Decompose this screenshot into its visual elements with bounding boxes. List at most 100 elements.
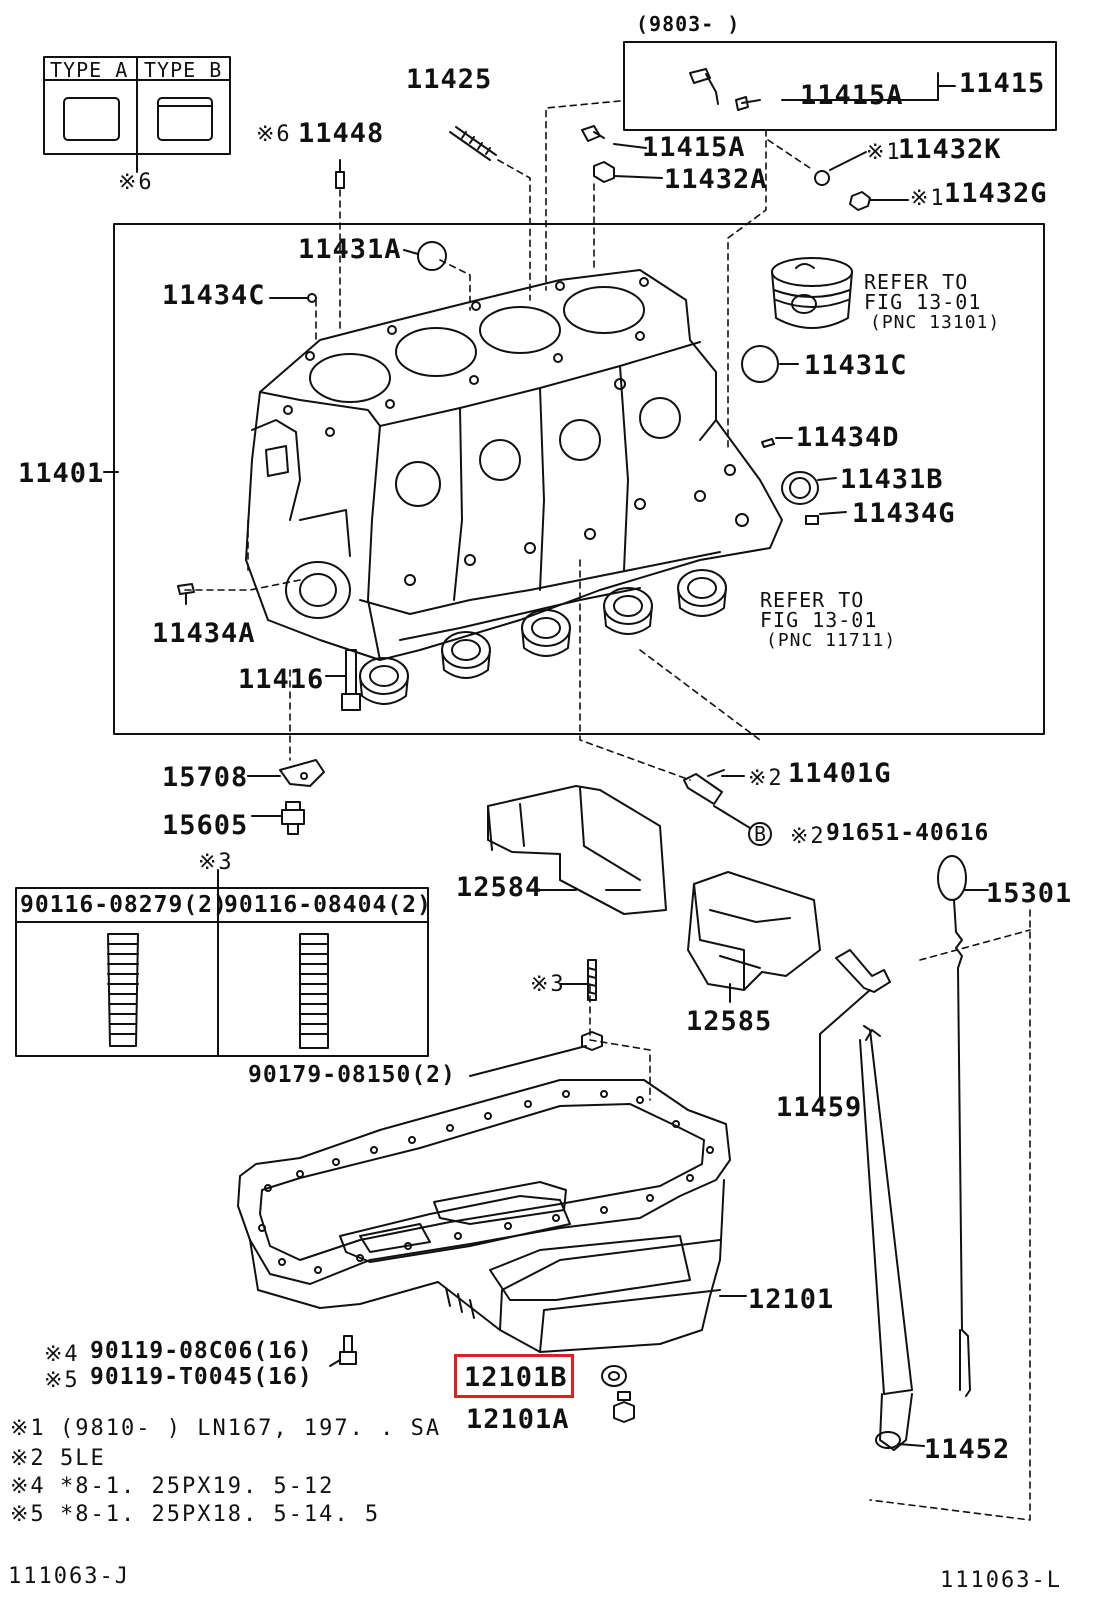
o-ring-11452 bbox=[875, 1431, 925, 1449]
part-11434D[interactable]: 11434D bbox=[796, 422, 900, 453]
part-11401[interactable]: 11401 bbox=[18, 458, 105, 489]
plug-11431B bbox=[781, 471, 837, 505]
plug-11431C bbox=[741, 345, 799, 383]
part-11434A[interactable]: 11434A bbox=[152, 618, 256, 649]
footnote-1-text: (9810- ) LN167, 197. . SA bbox=[60, 1416, 442, 1441]
part-11432G-mark: ※1 bbox=[910, 186, 946, 211]
leader-lines bbox=[103, 297, 641, 891]
leader-dashes-top bbox=[179, 100, 1031, 1521]
type-b-label: TYPE B bbox=[144, 58, 223, 82]
stud-box-frame bbox=[15, 869, 429, 1057]
engine-block-11401 bbox=[245, 269, 783, 661]
pin-11434D bbox=[761, 437, 793, 448]
stud-11425 bbox=[449, 126, 497, 161]
part-12101B[interactable]: 12101B bbox=[464, 1362, 568, 1393]
baffle-12585 bbox=[687, 871, 821, 1003]
footnote-4-mark: ※4 bbox=[10, 1474, 46, 1499]
footer-right-code: 111063-L bbox=[940, 1568, 1062, 1593]
part-11432K[interactable]: 11432K bbox=[898, 134, 1002, 165]
part-11425[interactable]: 11425 bbox=[406, 64, 493, 95]
refer-piston-line3: (PNC 13101) bbox=[870, 312, 1001, 333]
part-11431C[interactable]: 11431C bbox=[804, 350, 908, 381]
main-bearings bbox=[359, 569, 727, 705]
drain-plug-12101A bbox=[613, 1391, 635, 1423]
refer-piston-line1: REFER TO bbox=[864, 270, 969, 294]
part-11415A-inner[interactable]: 11415A bbox=[800, 80, 904, 111]
part-11431B[interactable]: 11431B bbox=[840, 464, 944, 495]
refer-bearing-line1: REFER TO bbox=[760, 588, 865, 612]
highlight-box bbox=[454, 1354, 574, 1398]
part-11415A[interactable]: 11415A bbox=[642, 132, 746, 163]
bolt-90119 bbox=[329, 1335, 357, 1367]
part-11431A[interactable]: 11431A bbox=[298, 234, 402, 265]
type-box-frame bbox=[43, 56, 231, 173]
sensor-11401G bbox=[683, 769, 745, 805]
footnote-5-mark: ※5 bbox=[10, 1502, 46, 1527]
part-11434G[interactable]: 11434G bbox=[852, 498, 956, 529]
bolt-part-5[interactable]: 90119-T0045(16) bbox=[90, 1364, 313, 1390]
plug-11448 bbox=[335, 159, 345, 189]
part-12101A[interactable]: 12101A bbox=[466, 1404, 570, 1435]
part-11434C[interactable]: 11434C bbox=[162, 280, 266, 311]
bolt-mark-4: ※4 bbox=[44, 1342, 80, 1367]
refer-piston-line2: FIG 13-01 bbox=[864, 290, 982, 314]
bolt-part-4[interactable]: 90119-08C06(16) bbox=[90, 1338, 313, 1364]
part-11459[interactable]: 11459 bbox=[776, 1092, 863, 1123]
footnote-4-text: *8-1. 25PX19. 5-12 bbox=[60, 1474, 335, 1499]
footnote-2-mark: ※2 bbox=[10, 1446, 46, 1471]
part-15605[interactable]: 15605 bbox=[162, 810, 249, 841]
part-12101[interactable]: 12101 bbox=[748, 1284, 835, 1315]
footer-left-code: 111063-J bbox=[8, 1564, 130, 1589]
footnote-2-text: 5LE bbox=[60, 1446, 106, 1471]
part-90179-mark: ※3 bbox=[530, 972, 566, 997]
part-11416[interactable]: 11416 bbox=[238, 664, 325, 695]
part-91651-40616[interactable]: 91651-40616 bbox=[826, 820, 990, 846]
type-box-mark: ※6 bbox=[118, 170, 154, 195]
engine-block-frame bbox=[113, 223, 1045, 735]
part-12585[interactable]: 12585 bbox=[686, 1006, 773, 1037]
plug-11432A bbox=[593, 161, 663, 183]
part-11452[interactable]: 11452 bbox=[924, 1434, 1011, 1465]
plug-11432K bbox=[814, 151, 867, 186]
part-12584[interactable]: 12584 bbox=[456, 872, 543, 903]
refer-bearing-line3: (PNC 11711) bbox=[766, 630, 897, 651]
part-11432K-mark: ※1 bbox=[866, 140, 902, 165]
bracket-15708 bbox=[247, 759, 325, 787]
plug-11415A bbox=[581, 125, 647, 149]
stud-right-part[interactable]: 90116-08404(2) bbox=[224, 892, 432, 918]
part-15301[interactable]: 15301 bbox=[986, 878, 1073, 909]
part-91651-circle: B bbox=[754, 822, 768, 846]
gasket-12101B bbox=[601, 1365, 627, 1387]
part-11448[interactable]: 11448 bbox=[298, 118, 385, 149]
circle-B-91651 bbox=[713, 805, 772, 846]
footnote-1-mark: ※1 bbox=[10, 1416, 46, 1441]
top-right-frame bbox=[623, 41, 1057, 131]
stud-box-mark: ※3 bbox=[198, 850, 234, 875]
part-11432A[interactable]: 11432A bbox=[664, 164, 768, 195]
nut-90179 bbox=[469, 1031, 603, 1077]
part-11432G[interactable]: 11432G bbox=[944, 178, 1048, 209]
piston-ref bbox=[771, 257, 853, 329]
part-90179-08150[interactable]: 90179-08150(2) bbox=[248, 1062, 456, 1088]
plug-11431A bbox=[403, 241, 447, 271]
part-91651-mark: ※2 bbox=[790, 824, 826, 849]
stud-left-part[interactable]: 90116-08279(2) bbox=[20, 892, 228, 918]
date-range-top: (9803- ) bbox=[636, 12, 741, 36]
oil-pan-12101 bbox=[237, 1079, 747, 1353]
bolt-mark-5: ※5 bbox=[44, 1368, 80, 1393]
part-11401G[interactable]: 11401G bbox=[788, 758, 892, 789]
baffle-12584 bbox=[487, 785, 667, 915]
part-11415[interactable]: 11415 bbox=[959, 68, 1046, 99]
stud-center bbox=[559, 959, 597, 1001]
part-11401G-mark: ※2 bbox=[748, 766, 784, 791]
refer-bearing-line2: FIG 13-01 bbox=[760, 608, 878, 632]
pin-11434A bbox=[177, 583, 195, 605]
part-11448-mark: ※6 bbox=[256, 122, 292, 147]
pin-11434C bbox=[307, 293, 317, 303]
sensor-15605 bbox=[251, 801, 305, 835]
part-15708[interactable]: 15708 bbox=[162, 762, 249, 793]
dipstick-15301 bbox=[937, 855, 989, 1397]
guide-11459 bbox=[819, 949, 913, 1451]
